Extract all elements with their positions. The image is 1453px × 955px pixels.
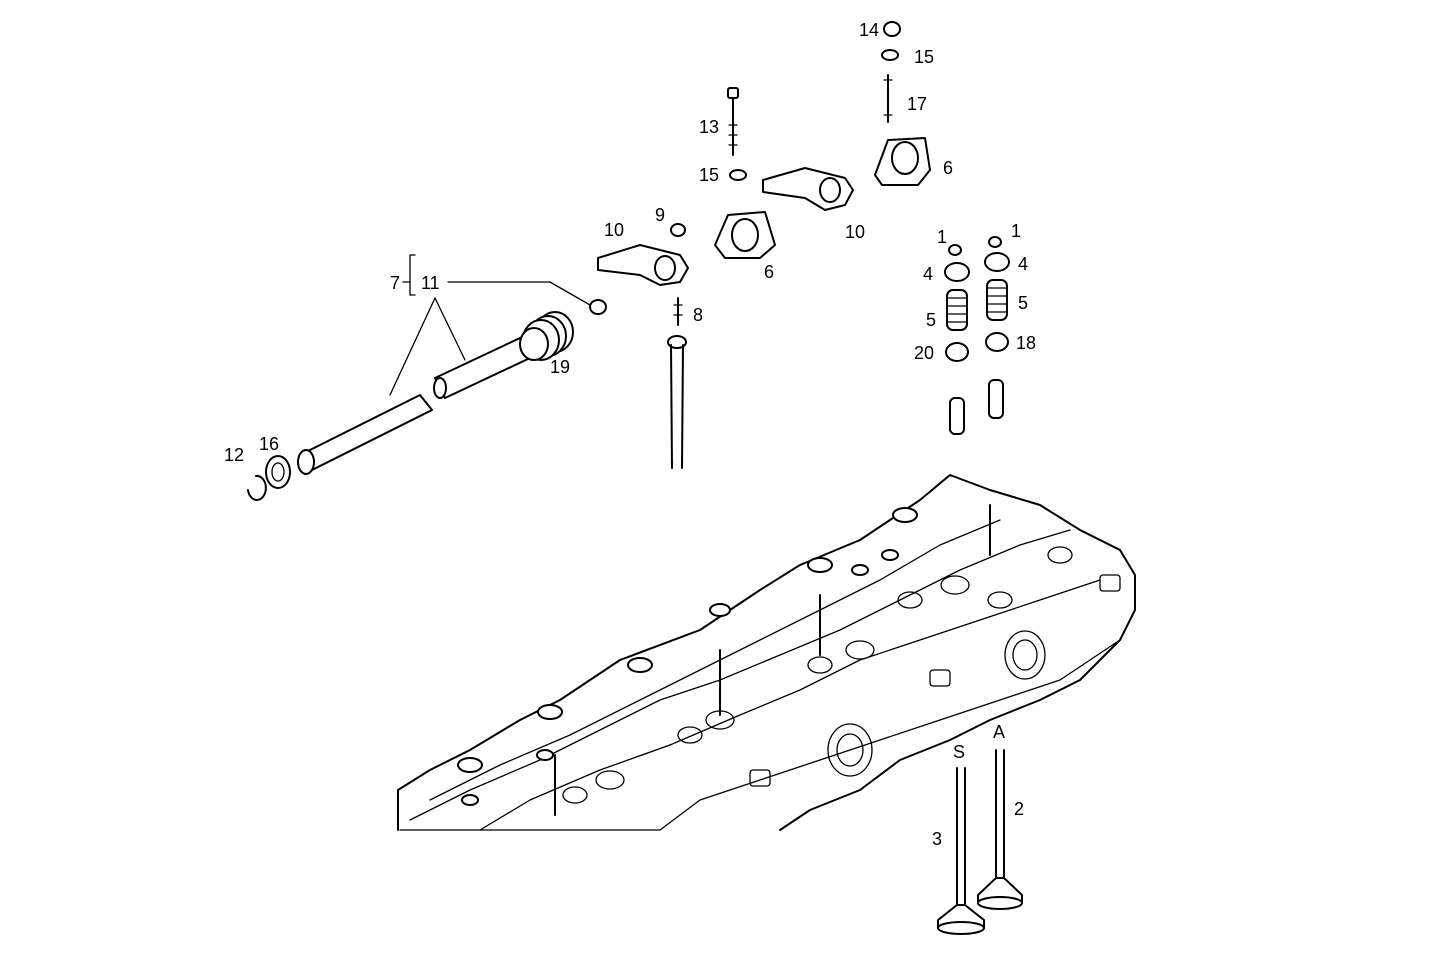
washer-15-upper — [881, 49, 899, 61]
callout-13: 13 — [699, 117, 719, 137]
callout-16: 16 — [259, 434, 279, 454]
callout-14: 14 — [859, 20, 879, 40]
callout-15-upper: 15 — [914, 47, 934, 67]
callout-5-left: 5 — [926, 310, 936, 330]
stud-17 — [883, 74, 893, 123]
rocker-arm-left-10 — [597, 244, 689, 286]
callout-9: 9 — [655, 205, 665, 225]
rocker-arm-right-10 — [762, 167, 854, 211]
callout-10-left: 10 — [604, 220, 624, 240]
nut-9 — [670, 223, 686, 237]
callout-15-lower: 15 — [699, 165, 719, 185]
valve-stack-left — [944, 244, 970, 435]
callout-6-lower: 6 — [764, 262, 774, 282]
bolt-13 — [727, 87, 739, 156]
rocker-shaft — [297, 337, 531, 475]
exhaust-valve-3 — [937, 767, 985, 935]
adjusting-screw-8 — [673, 297, 683, 326]
callout-4-left: 4 — [923, 264, 933, 284]
circlip-12 — [247, 474, 267, 501]
callout-7: 7 — [390, 273, 400, 293]
callout-8: 8 — [693, 305, 703, 325]
bracket-7-11 — [389, 254, 591, 396]
callout-5-right: 5 — [1018, 293, 1028, 313]
callout-1-left: 1 — [937, 227, 947, 247]
push-rod — [667, 335, 687, 469]
spring-19 — [519, 311, 574, 361]
callout-3: 3 — [932, 829, 942, 849]
rocker-support-lower-6 — [714, 211, 776, 259]
callout-2: 2 — [1014, 799, 1024, 819]
callout-10-right: 10 — [845, 222, 865, 242]
callouts: 1 1 2 3 4 4 5 5 6 6 7 8 9 10 10 11 12 13… — [224, 20, 1036, 849]
plug-11 — [589, 299, 607, 315]
valve-label-S: S — [953, 742, 965, 762]
callout-4-right: 4 — [1018, 254, 1028, 274]
callout-19: 19 — [550, 357, 570, 377]
cylinder-head-casting — [397, 474, 1136, 831]
nut-14 — [883, 21, 901, 37]
callout-1-right: 1 — [1011, 221, 1021, 241]
valve-label-A: A — [993, 722, 1005, 742]
callout-6-upper: 6 — [943, 158, 953, 178]
callout-17: 17 — [907, 94, 927, 114]
intake-valve-2 — [977, 749, 1023, 910]
callout-18: 18 — [1016, 333, 1036, 353]
callout-20: 20 — [914, 343, 934, 363]
washer-16 — [265, 455, 291, 489]
callout-12: 12 — [224, 445, 244, 465]
washer-15-lower — [729, 169, 747, 181]
callout-11: 11 — [421, 273, 440, 293]
rocker-support-upper-6 — [874, 137, 931, 186]
valve-stack-right — [984, 236, 1010, 419]
